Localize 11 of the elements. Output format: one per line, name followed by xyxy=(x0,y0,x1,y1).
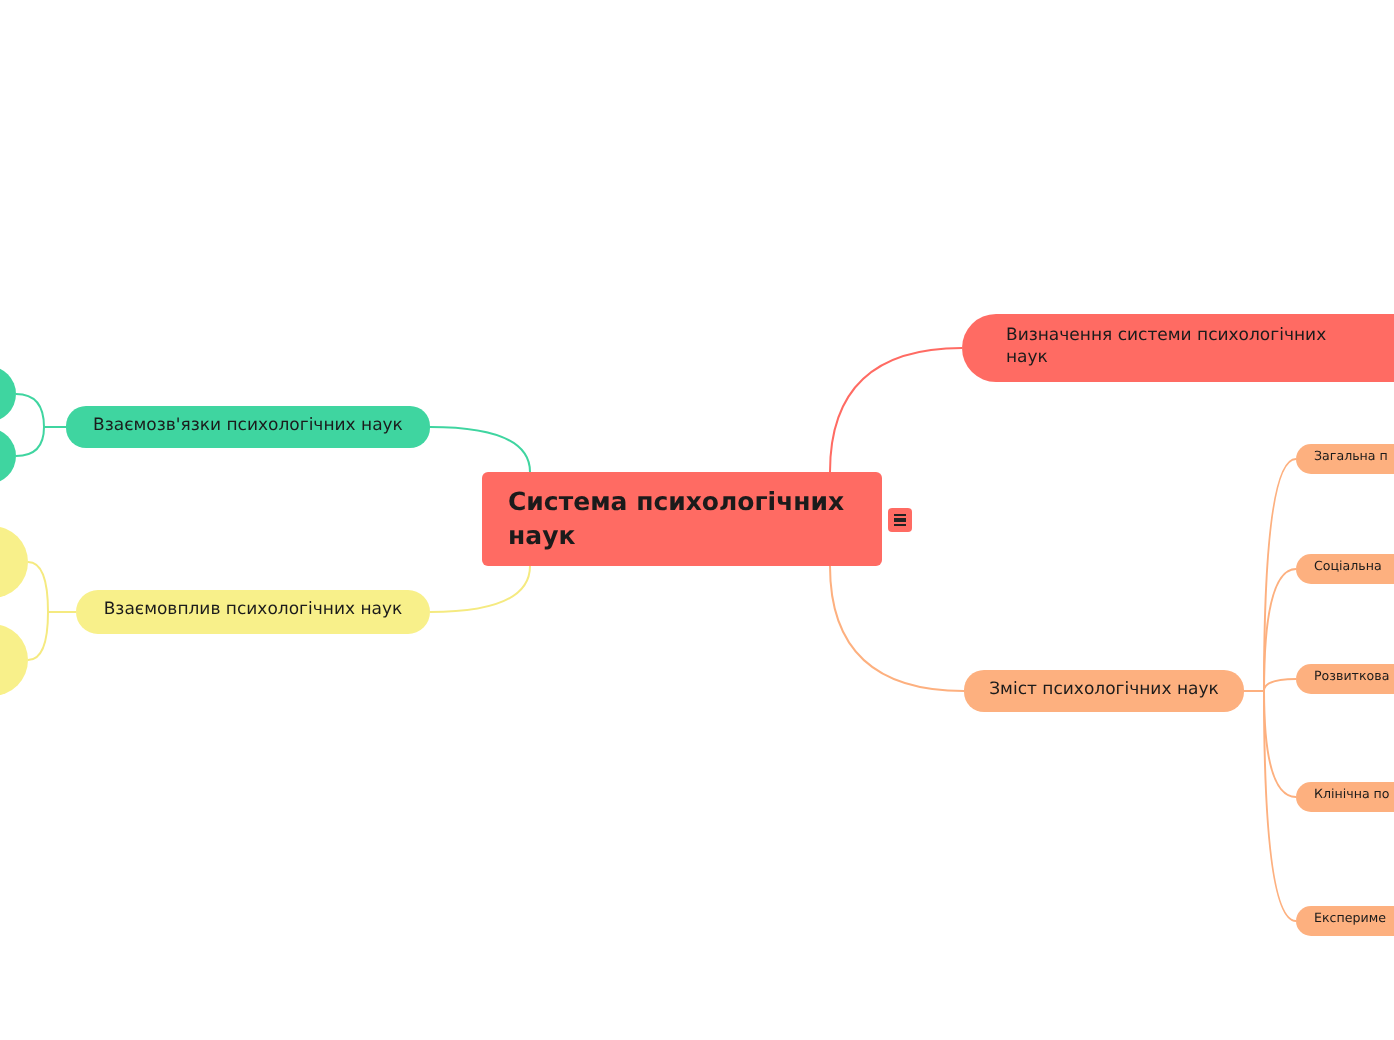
topic-pill: Взаємовплив психологічних наук xyxy=(76,590,430,634)
connector-line xyxy=(429,426,531,473)
connector-line xyxy=(829,347,963,473)
central-topic: Система психологічних наук xyxy=(482,472,882,566)
topic-pill: Зміст психологічних наук xyxy=(964,670,1244,712)
connector-line xyxy=(429,565,531,613)
topic-pill: Взаємозв'язки психологічних наук xyxy=(66,406,430,448)
connector-line xyxy=(27,611,77,661)
topic-pill: Визначення системи психологічних наук xyxy=(962,314,1394,382)
connector-line xyxy=(15,426,67,457)
connector-line xyxy=(829,565,965,692)
